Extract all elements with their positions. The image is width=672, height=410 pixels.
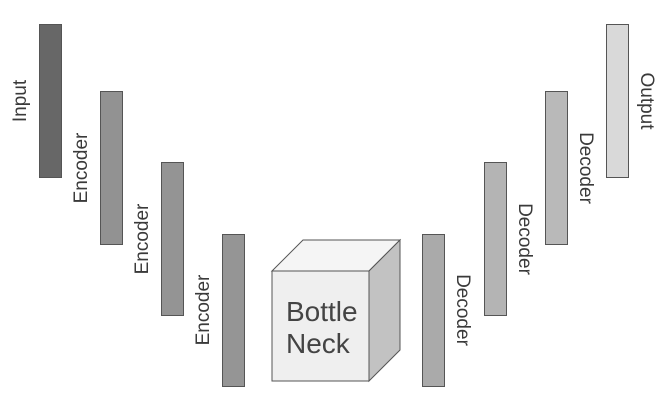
decoder-bar-2 <box>484 162 507 316</box>
bottleneck-label-line1: Bottle <box>286 296 358 327</box>
output-label: Output <box>636 72 657 130</box>
decoder-bar-3 <box>545 91 568 245</box>
decoder-label-1: Decoder <box>452 274 473 346</box>
decoder-bar-1 <box>422 234 445 387</box>
output-bar <box>606 24 629 178</box>
decoder-label-2: Decoder <box>514 203 535 275</box>
input-bar <box>39 24 62 178</box>
encoder-bar-2 <box>161 162 184 316</box>
encoder-bar-1 <box>100 91 123 245</box>
bottleneck-label-line2: Neck <box>286 328 350 359</box>
cube-front-face <box>271 270 370 382</box>
encoder-bar-3 <box>222 234 245 387</box>
decoder-label-3: Decoder <box>575 132 596 204</box>
